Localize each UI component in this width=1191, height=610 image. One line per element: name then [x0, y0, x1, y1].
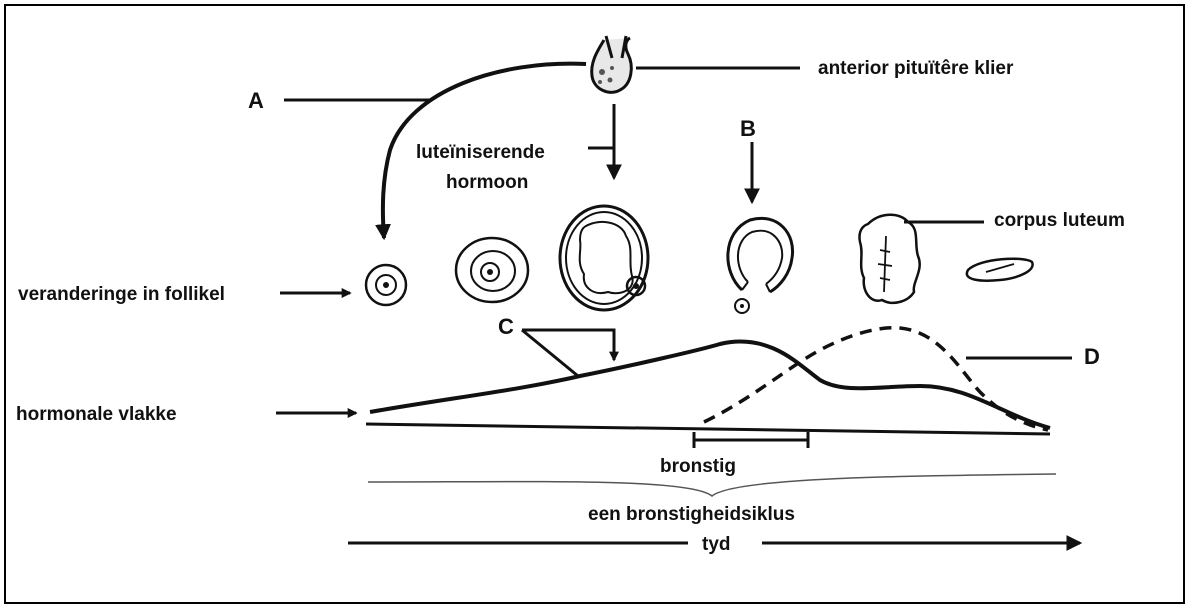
label-C-line-1: [522, 330, 578, 376]
follicle-stage-4-ruptured: [728, 218, 793, 313]
label-C-line-2: [522, 330, 614, 360]
label-D: D: [1084, 344, 1100, 369]
lh-label-line2: hormoon: [446, 172, 528, 193]
follicle-changes-label: veranderinge in follikel: [18, 284, 225, 305]
baseline: [366, 424, 1050, 434]
corpus-luteum-label: corpus luteum: [994, 210, 1125, 231]
label-A: A: [248, 88, 264, 113]
label-B: B: [740, 116, 756, 141]
cycle-brace: [368, 474, 1056, 496]
follicle-stage-3: [560, 206, 648, 310]
lh-label-line1: luteïniserende: [416, 142, 545, 163]
corpus-luteum-icon: [859, 215, 919, 303]
time-label: tyd: [702, 534, 731, 555]
regressed-body-icon: [967, 259, 1033, 281]
follicle-stage-2: [456, 238, 528, 302]
in-heat-bar: [694, 432, 808, 448]
hormone-levels-label: hormonale vlakke: [16, 404, 177, 425]
anterior-pituitary-label: anterior pituïtêre klier: [818, 58, 1014, 79]
follicle-stage-1: [366, 265, 406, 305]
oestrous-cycle-label: een bronstigheidsiklus: [588, 504, 795, 525]
in-heat-label: bronstig: [660, 456, 736, 477]
pituitary-gland-icon: [592, 36, 632, 92]
lh-level-curve: [370, 341, 1050, 428]
label-C: C: [498, 314, 514, 339]
